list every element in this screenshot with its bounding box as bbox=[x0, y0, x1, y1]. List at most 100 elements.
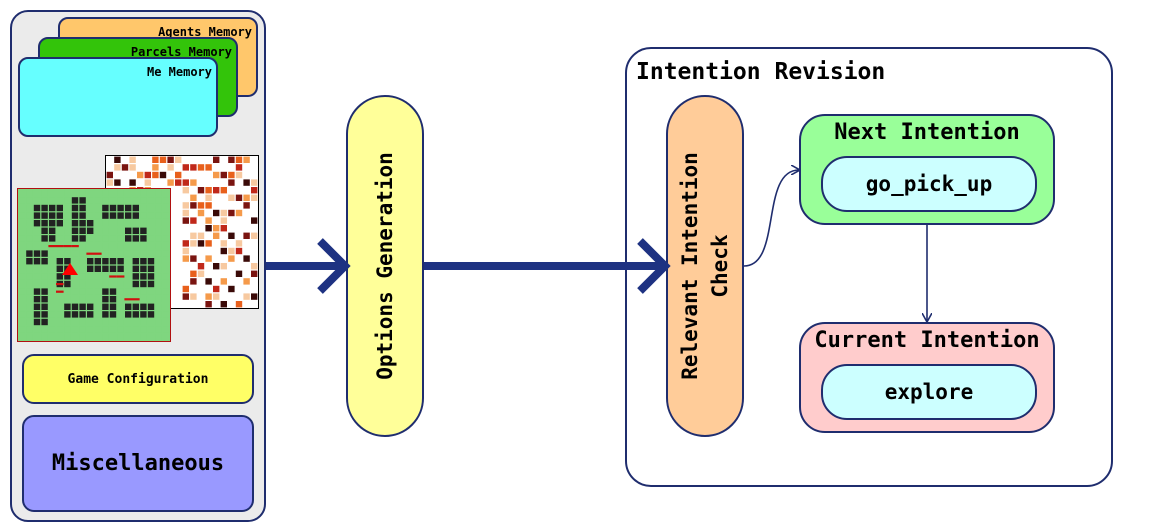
heat-cell bbox=[243, 171, 250, 179]
heat-cell bbox=[251, 270, 258, 277]
map-floor-cell bbox=[79, 280, 86, 288]
map-wall-cell bbox=[56, 204, 63, 212]
map-floor-cell bbox=[33, 265, 41, 272]
map-floor-cell bbox=[26, 220, 33, 227]
map-wall-cell bbox=[71, 311, 79, 318]
map-wall-cell bbox=[56, 273, 63, 280]
heat-cell bbox=[106, 164, 113, 171]
map-floor-cell bbox=[56, 318, 63, 326]
heat-cell bbox=[175, 301, 182, 308]
map-floor-cell bbox=[33, 242, 41, 250]
map-floor-cell bbox=[140, 197, 147, 204]
heat-cell bbox=[175, 255, 182, 262]
heat-cell bbox=[159, 164, 167, 171]
heat-cell bbox=[251, 240, 258, 247]
heat-cell bbox=[243, 247, 250, 255]
map-floor-cell bbox=[117, 296, 124, 303]
heat-cell bbox=[251, 171, 258, 179]
heat-cell bbox=[235, 164, 243, 171]
heat-cell bbox=[205, 247, 212, 255]
map-floor-cell bbox=[26, 227, 33, 234]
miscellaneous-label: Miscellaneous bbox=[51, 451, 225, 476]
map-floor-cell bbox=[117, 288, 124, 295]
heat-cell bbox=[175, 278, 182, 285]
heat-cell bbox=[251, 217, 258, 224]
heat-cell bbox=[144, 164, 151, 171]
next-intention-box: Next Intention go_pick_up bbox=[799, 114, 1055, 225]
me-memory-card: Me Memory bbox=[18, 57, 218, 137]
map-floor-cell bbox=[26, 288, 33, 295]
map-floor-cell bbox=[64, 318, 71, 326]
heat-cell bbox=[152, 156, 159, 163]
map-floor-cell bbox=[109, 326, 117, 333]
heat-cell bbox=[205, 232, 212, 239]
map-wall-cell bbox=[132, 235, 139, 242]
map-floor-cell bbox=[18, 212, 25, 219]
heat-cell bbox=[190, 232, 197, 239]
map-floor-cell bbox=[147, 197, 155, 204]
heat-cell bbox=[213, 179, 220, 186]
heat-cell bbox=[235, 156, 243, 163]
map-floor-cell bbox=[109, 280, 117, 288]
map-path-segment bbox=[56, 290, 64, 293]
heat-cell bbox=[182, 301, 189, 308]
map-floor-cell bbox=[71, 258, 79, 265]
heat-cell bbox=[213, 217, 220, 224]
map-wall-cell bbox=[71, 204, 79, 212]
heat-cell bbox=[175, 179, 182, 186]
map-wall-cell bbox=[147, 273, 155, 280]
map-path-segment bbox=[48, 245, 56, 248]
map-wall-cell bbox=[125, 204, 132, 212]
map-wall-cell bbox=[79, 311, 86, 318]
map-floor-cell bbox=[94, 296, 101, 303]
map-wall-cell bbox=[87, 258, 94, 265]
heat-cell bbox=[175, 202, 182, 209]
map-wall-cell bbox=[140, 303, 147, 310]
map-floor-cell bbox=[87, 235, 94, 242]
map-floor-cell bbox=[49, 288, 56, 295]
map-wall-cell bbox=[79, 212, 86, 219]
heat-cell bbox=[235, 240, 243, 247]
map-floor-cell bbox=[33, 189, 41, 196]
heat-cell bbox=[243, 301, 250, 308]
map-wall-cell bbox=[33, 212, 41, 219]
map-wall-cell bbox=[102, 311, 109, 318]
map-wall-cell bbox=[147, 311, 155, 318]
heat-cell bbox=[182, 293, 189, 300]
map-floor-cell bbox=[117, 318, 124, 326]
map-floor-cell bbox=[125, 258, 132, 265]
map-wall-cell bbox=[87, 220, 94, 227]
heat-cell bbox=[220, 217, 227, 224]
heat-cell bbox=[205, 240, 212, 247]
heat-cell bbox=[213, 194, 220, 201]
current-intention-value: explore bbox=[821, 364, 1037, 420]
map-floor-cell bbox=[79, 296, 86, 303]
map-wall-cell bbox=[64, 311, 71, 318]
map-floor-cell bbox=[94, 311, 101, 318]
heat-cell bbox=[243, 240, 250, 247]
heat-cell bbox=[129, 179, 136, 186]
map-floor-cell bbox=[147, 318, 155, 326]
map-wall-cell bbox=[140, 235, 147, 242]
map-wall-cell bbox=[117, 212, 124, 219]
arrow-to-options-generation bbox=[266, 238, 351, 294]
map-floor-cell bbox=[71, 250, 79, 257]
heat-cell bbox=[175, 285, 182, 293]
map-floor-cell bbox=[163, 258, 170, 265]
map-floor-cell bbox=[102, 318, 109, 326]
map-floor-cell bbox=[94, 318, 101, 326]
map-wall-cell bbox=[125, 227, 132, 234]
heat-cell bbox=[197, 293, 205, 300]
heat-cell bbox=[243, 255, 250, 262]
heat-cell bbox=[251, 202, 258, 209]
map-floor-cell bbox=[147, 288, 155, 295]
map-floor-cell bbox=[71, 318, 79, 326]
map-floor-cell bbox=[132, 189, 139, 196]
map-floor-cell bbox=[117, 227, 124, 234]
map-floor-cell bbox=[64, 212, 71, 219]
map-floor-cell bbox=[155, 318, 162, 326]
heat-cell bbox=[213, 285, 220, 293]
map-floor-cell bbox=[163, 250, 170, 257]
map-wall-cell bbox=[71, 227, 79, 234]
